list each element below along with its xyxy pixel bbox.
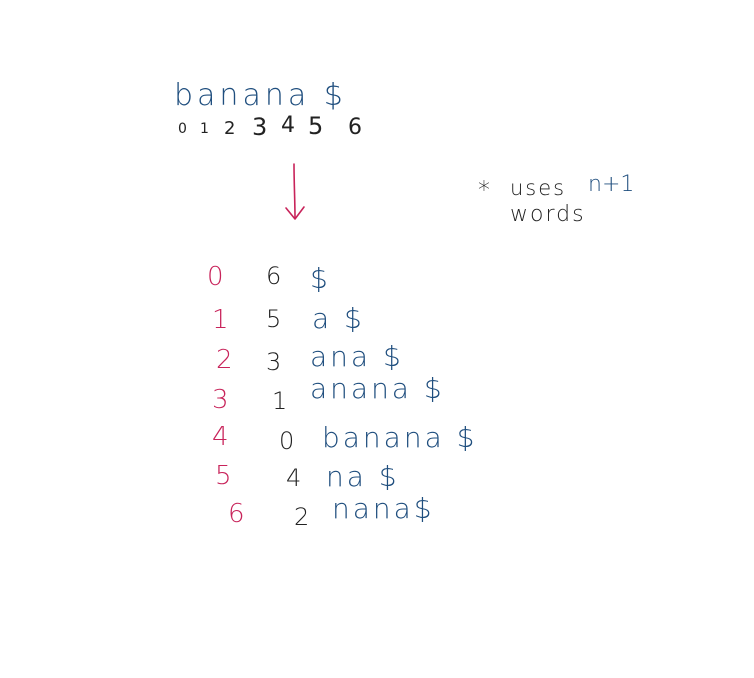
suffix-position: 3	[266, 348, 282, 376]
note-uses-text: uses	[510, 176, 567, 200]
suffix-position: 2	[294, 503, 310, 531]
note-words-text: words	[510, 202, 586, 227]
string-index: 2	[224, 118, 236, 139]
string-index: 5	[308, 112, 324, 140]
down-arrow-icon	[285, 163, 305, 220]
suffix-text: nana$	[332, 492, 435, 525]
suffix-position: 1	[272, 387, 288, 415]
suffix-rank: 0	[207, 262, 224, 292]
string-index: 3	[252, 113, 268, 141]
input-string: banana $	[174, 78, 347, 113]
suffix-rank: 3	[212, 385, 229, 415]
string-index: 6	[348, 115, 362, 140]
string-index: 1	[200, 121, 209, 137]
suffix-text: banana $	[322, 421, 478, 454]
string-index: 4	[281, 113, 295, 138]
suffix-text: anana $	[310, 372, 445, 405]
suffix-rank: 4	[212, 422, 229, 452]
suffix-position: 6	[266, 262, 282, 290]
suffix-rank: 2	[216, 345, 233, 375]
suffix-text: ana $	[310, 340, 404, 373]
suffix-text: na $	[326, 460, 400, 493]
suffix-rank: 1	[212, 305, 229, 335]
suffix-rank: 6	[228, 499, 245, 529]
suffix-position: 0	[279, 427, 295, 455]
string-index: 0	[178, 121, 187, 137]
suffix-position: 5	[266, 305, 282, 333]
suffix-text: a $	[312, 302, 365, 335]
asterisk-icon: *	[478, 176, 490, 204]
suffix-position: 4	[286, 464, 302, 492]
note-n-plus-1: n+1	[588, 172, 635, 197]
suffix-rank: 5	[215, 461, 232, 491]
suffix-text: $	[310, 262, 331, 295]
